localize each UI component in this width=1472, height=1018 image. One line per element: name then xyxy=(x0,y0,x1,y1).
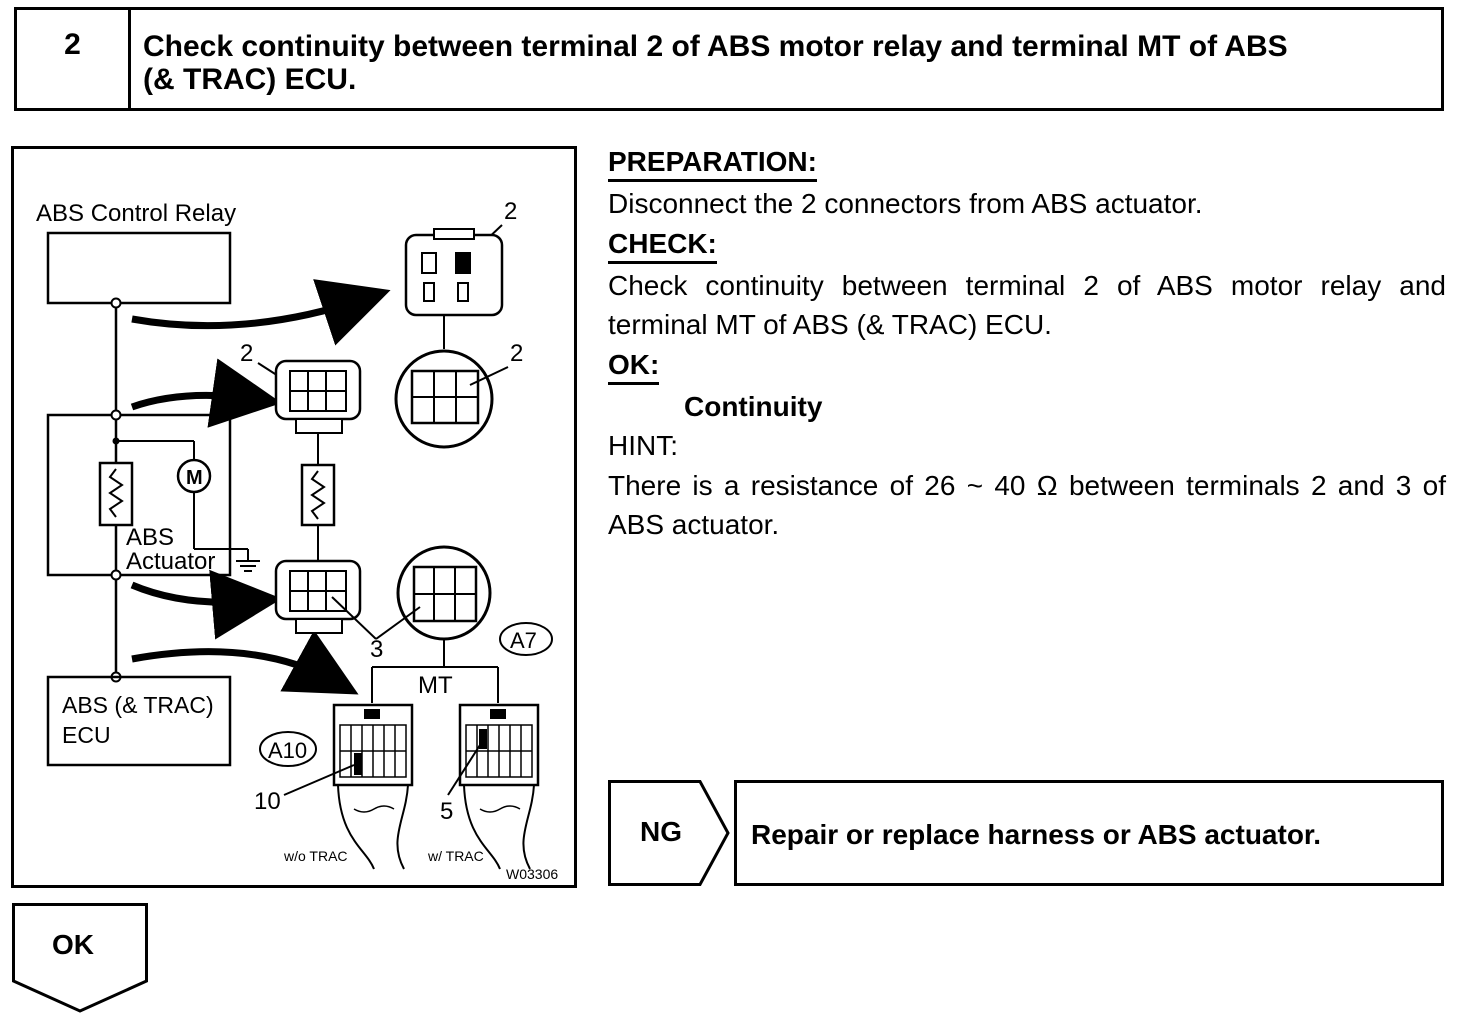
terminal-mt: MT xyxy=(418,672,453,699)
terminal-socket-top: 2 xyxy=(510,340,523,367)
wo-trac-label: w/o TRAC xyxy=(283,848,348,864)
arrow-ecu xyxy=(131,630,359,695)
step-header: 2 Check continuity between terminal 2 of… xyxy=(14,7,1444,111)
ecu-box xyxy=(46,675,232,767)
arrow-actuator-top xyxy=(130,358,282,428)
relay-connector xyxy=(404,233,504,317)
wiring-diagram-figure: ABS Control Relay M ABS Actuator ABS (& … xyxy=(11,146,577,888)
ok-result-box: OK xyxy=(12,903,148,1013)
arrow-relay xyxy=(131,279,391,346)
ok-result-label: OK xyxy=(52,929,94,960)
motor-symbol: M xyxy=(186,467,203,489)
step-title: Check continuity between terminal 2 of A… xyxy=(131,10,1441,108)
check-label: CHECK: xyxy=(608,227,717,264)
resistor-symbol xyxy=(98,461,134,527)
step-title-line-1: Check continuity between terminal 2 of A… xyxy=(143,30,1288,63)
ng-label: NG xyxy=(640,816,682,847)
ecu-label-2: ECU xyxy=(62,722,111,748)
ok-value: Continuity xyxy=(684,390,823,422)
terminal-actuator-top: 2 xyxy=(240,340,253,367)
wiring-diagram: ABS Control Relay M ABS Actuator ABS (& … xyxy=(36,198,558,882)
actuator-resistor xyxy=(300,463,336,527)
connector-a7-badge xyxy=(499,622,553,656)
ng-arrow-shape xyxy=(608,780,730,886)
w-trac-label: w/ TRAC xyxy=(427,848,484,864)
relay-box xyxy=(46,231,232,305)
ecu-label-1: ABS (& TRAC) xyxy=(62,692,214,718)
preparation-text: Disconnect the 2 connectors from ABS act… xyxy=(608,188,1203,219)
connector-a10: A10 xyxy=(268,738,307,763)
terminal-relay: 2 xyxy=(504,198,517,225)
figure-code: W03306 xyxy=(506,866,558,882)
terminal-3: 3 xyxy=(370,636,383,663)
actuator-box xyxy=(46,413,232,577)
actuator-label-1: ABS xyxy=(126,524,174,551)
actuator-node-top xyxy=(110,409,122,421)
actuator-node-bottom xyxy=(110,569,122,581)
arrow-actuator-bottom xyxy=(130,569,282,640)
check-text: Check continuity between terminal 2 of A… xyxy=(608,269,1446,341)
actuator-label-2: Actuator xyxy=(126,548,215,575)
relay-label: ABS Control Relay xyxy=(36,200,236,227)
hint-label: HINT: xyxy=(608,430,678,461)
step-title-line-2: (& TRAC) ECU. xyxy=(143,63,357,96)
relay-node xyxy=(110,297,122,309)
ok-arrow-shape xyxy=(12,903,148,1013)
hint-text: There is a resistance of 26 ~ 40 Ω betwe… xyxy=(608,469,1446,541)
connector-a7: A7 xyxy=(510,628,537,653)
preparation-label: PREPARATION: xyxy=(608,145,817,182)
instructions: PREPARATION: Disconnect the 2 connectors… xyxy=(608,142,1446,545)
ok-label: OK: xyxy=(608,348,660,385)
ng-result-box: NG xyxy=(608,780,730,886)
step-number: 2 xyxy=(17,10,131,108)
terminal-5: 5 xyxy=(440,798,453,825)
connector-a10-badge xyxy=(259,731,317,767)
terminal-10: 10 xyxy=(254,788,281,815)
ng-action: Repair or replace harness or ABS actuato… xyxy=(734,780,1444,886)
